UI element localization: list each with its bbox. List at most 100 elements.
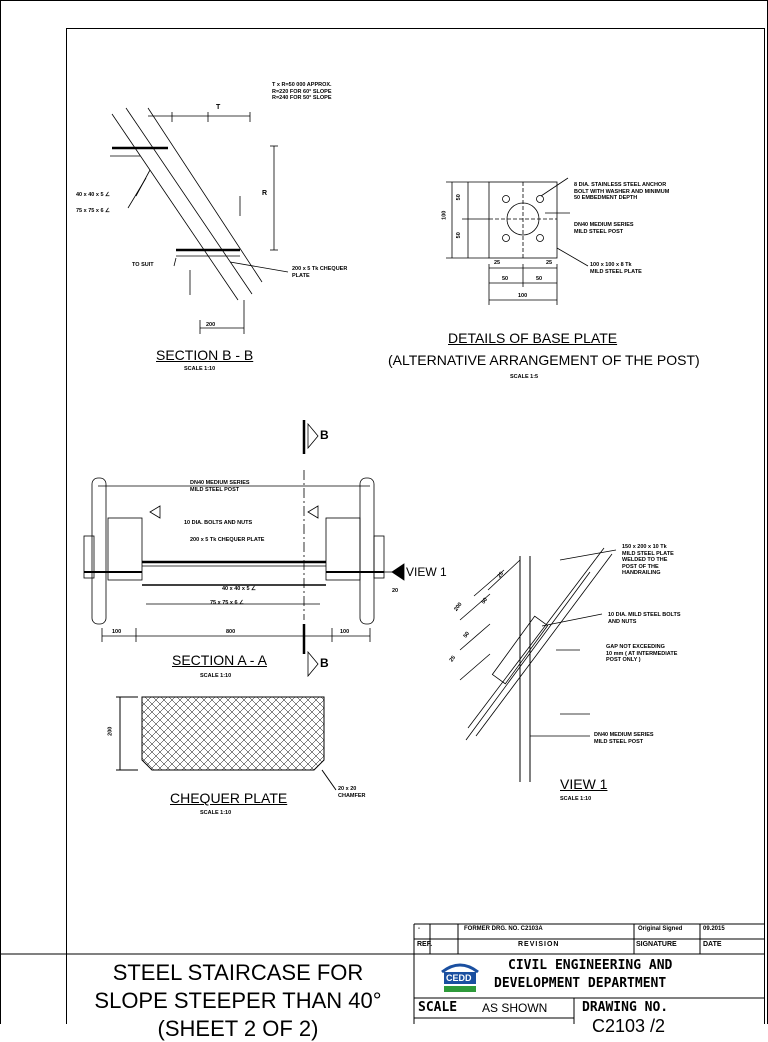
cp-chamfer-line: 20 x 20	[338, 786, 357, 792]
bp-dim-25-b: 25	[546, 260, 553, 266]
bp-anchor-note: 8 DIA. STAINLESS STEEL ANCHOR BOLT WITH …	[574, 182, 669, 202]
rev-header-signature: SIGNATURE	[636, 941, 677, 948]
v1-plate-note: 150 x 200 x 10 Tk MILD STEEL PLATE WELDE…	[622, 544, 674, 577]
section-mark-b-bottom: B	[320, 656, 329, 670]
base-plate-subtitle: (ALTERNATIVE ARRANGEMENT OF THE POST)	[388, 352, 700, 368]
section-bb-title: SECTION B - B	[156, 347, 254, 363]
bp-anchor-line: 8 DIA. STAINLESS STEEL ANCHOR	[574, 182, 667, 188]
aa-post-note: DN40 MEDIUM SERIES MILD STEEL POST	[190, 480, 250, 493]
chequer-plate-title: CHEQUER PLATE	[170, 790, 288, 806]
aa-angle-b: 75 x 75 x 6 ∠	[210, 600, 244, 606]
bp-dim-50-d: 50	[536, 276, 543, 282]
bp-post-line: DN40 MEDIUM SERIES	[574, 222, 634, 228]
v1-plate-line: 150 x 200 x 10 Tk	[622, 544, 667, 550]
chequer-plate-scale: SCALE 1:10	[200, 810, 232, 816]
aa-angle-a: 40 x 40 x 5 ∠	[222, 586, 256, 592]
cp-chamfer-line: CHAMFER	[338, 792, 366, 799]
bp-post-note: DN40 MEDIUM SERIES MILD STEEL POST	[574, 222, 634, 235]
aa-chequer-note: 200 x 5 Tk CHEQUER PLATE	[190, 537, 265, 543]
cedd-logo-text: CEDD	[446, 973, 472, 983]
v1-bolts-line: AND NUTS	[608, 618, 637, 625]
bp-dim-25-a: 25	[494, 260, 501, 266]
bp-dim-50-c: 50	[502, 276, 509, 282]
v1-post-note: DN40 MEDIUM SERIES MILD STEEL POST	[594, 732, 654, 745]
rev-header-ref: REF.	[417, 941, 433, 948]
aa-dim-800: 800	[226, 629, 236, 635]
bp-plate-line: 100 x 100 x 8 Tk	[590, 262, 632, 268]
v1-gap-note: GAP NOT EXCEEDING 10 mm ( AT INTERMEDIAT…	[606, 644, 677, 664]
v1-plate-line: MILD STEEL PLATE	[622, 550, 674, 557]
bp-post-line: MILD STEEL POST	[574, 228, 624, 235]
drawing-title-line2: SLOPE STEEPER THAN 40°	[94, 988, 382, 1013]
view1-mark: VIEW 1	[406, 565, 447, 579]
bp-plate-note: 100 x 100 x 8 Tk MILD STEEL PLATE	[590, 262, 642, 275]
chequer-plate-drawing	[116, 696, 337, 791]
aa-dim-100-l: 100	[112, 629, 122, 635]
v1-bolts-note: 10 DIA. MILD STEEL BOLTS AND NUTS	[608, 612, 681, 625]
bb-note-line: T x R=50 000 APPROX.	[272, 82, 332, 88]
bb-angle-b: 75 x 75 x 6 ∠	[76, 208, 110, 214]
section-mark-b-top: B	[320, 428, 329, 442]
bb-dim-t: T	[216, 104, 221, 111]
bb-to-suit: TO SUIT	[132, 262, 154, 268]
rev-signature-cell: Original Signed	[638, 926, 683, 932]
bp-dim-50-b: 50	[455, 232, 462, 239]
rev-date-cell: 09.2015	[703, 926, 725, 932]
v1-gap-line: GAP NOT EXCEEDING	[606, 644, 665, 650]
bb-note-line: R=220 FOR 60° SLOPE	[272, 88, 332, 95]
v1-post-line: MILD STEEL POST	[594, 738, 644, 745]
section-aa-drawing	[83, 420, 405, 678]
v1-bolts-line: 10 DIA. MILD STEEL BOLTS	[608, 612, 681, 618]
rev-header-revision: REVISION	[518, 941, 560, 948]
bb-chequer-line: 200 x 5 Tk CHEQUER	[292, 266, 348, 272]
bp-plate-line: MILD STEEL PLATE	[590, 268, 642, 275]
rev-ref-cell: -	[418, 926, 420, 932]
drawing-no-label: DRAWING NO.	[582, 1000, 669, 1015]
title-block-lines	[0, 923, 764, 1024]
v1-gap-line: 10 mm ( AT INTERMEDIATE	[606, 650, 678, 657]
scale-label: SCALE	[418, 1000, 458, 1015]
drawing-title-line1: STEEL STAIRCASE FOR	[112, 960, 364, 985]
section-bb-scale: SCALE 1:10	[184, 366, 216, 372]
bp-anchor-line: BOLT WITH WASHER AND MINIMUM	[574, 188, 670, 195]
base-plate-drawing	[446, 177, 589, 305]
bp-dim-100-v: 100	[441, 210, 448, 220]
section-aa-scale: SCALE 1:10	[200, 673, 232, 679]
v1-post-line: DN40 MEDIUM SERIES	[594, 732, 654, 738]
view1-drawing	[459, 547, 617, 782]
drawing-title-line3: (SHEET 2 OF 2)	[157, 1016, 319, 1041]
cedd-logo: CEDD	[440, 958, 480, 994]
drawing-no-value: C2103 /2	[592, 1016, 666, 1036]
aa-post-line: MILD STEEL POST	[190, 486, 240, 493]
v1-gap-line: POST ONLY )	[606, 657, 641, 663]
scale-value: AS SHOWN	[482, 1001, 548, 1015]
aa-bolts-note: 10 DIA. BOLTS AND NUTS	[184, 520, 253, 526]
bb-chequer-note: 200 x 5 Tk CHEQUER PLATE	[292, 266, 347, 279]
cp-chamfer-note: 20 x 20 CHAMFER	[338, 786, 366, 799]
base-plate-scale: SCALE 1:5	[510, 374, 539, 380]
aa-post-line: DN40 MEDIUM SERIES	[190, 480, 250, 486]
bb-note: T x R=50 000 APPROX. R=220 FOR 60° SLOPE…	[272, 82, 332, 102]
bb-dim-r: R	[262, 190, 268, 197]
bb-chequer-line: PLATE	[292, 272, 310, 279]
section-aa-title: SECTION A - A	[172, 652, 267, 668]
aa-dim-20: 20	[392, 588, 399, 594]
v1-plate-line: POST OF THE	[622, 563, 659, 570]
bp-dim-100-h: 100	[518, 293, 528, 299]
v1-plate-line: WELDED TO THE	[622, 557, 668, 563]
view1-title: VIEW 1	[560, 776, 608, 792]
base-plate-title: DETAILS OF BASE PLATE	[448, 330, 618, 346]
dept-line2: DEVELOPMENT DEPARTMENT	[494, 976, 667, 991]
view1-scale: SCALE 1:10	[560, 796, 592, 802]
rev-header-date: DATE	[703, 941, 722, 948]
v1-plate-line: HANDRAILING	[622, 570, 661, 576]
dept-line1: CIVIL ENGINEERING AND	[508, 958, 673, 973]
cp-dim-200: 200	[107, 726, 114, 736]
bb-dim-200: 200	[206, 322, 216, 328]
bp-dim-50-a: 50	[455, 194, 462, 201]
bp-anchor-line: 50 EMBEDMENT DEPTH	[574, 195, 638, 201]
aa-dim-100-r: 100	[340, 629, 350, 635]
section-bb-drawing	[110, 107, 289, 334]
